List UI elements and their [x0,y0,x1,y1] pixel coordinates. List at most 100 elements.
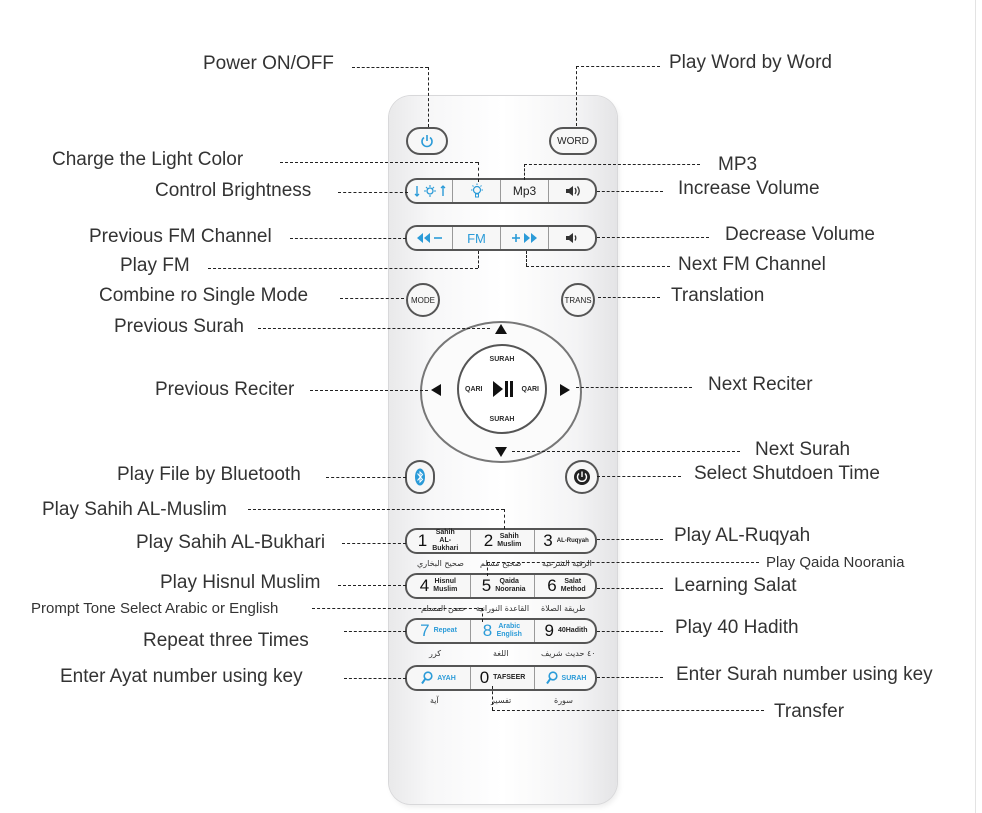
label-hadith: Play 40 Hadith [675,617,799,638]
label-shutdown: Select Shutdoen Time [694,463,880,484]
bluetooth-button[interactable] [405,460,435,494]
label-decrease-volume: Decrease Volume [725,224,875,245]
brightness-icon [414,185,445,197]
ayah-key-arabic: آية [430,696,439,705]
power-icon [421,135,433,148]
leader-salat [597,588,663,589]
label-next-fm: Next FM Channel [678,254,826,275]
key-4-digit: 4 [419,576,430,595]
leader-mode [340,298,404,299]
volume-up-button[interactable] [549,180,597,202]
fm-button[interactable]: FM [453,227,501,249]
label-next-reciter: Next Reciter [708,374,813,395]
label-hisnul: Play Hisnul Muslim [160,572,321,593]
previous-reciter-button[interactable] [428,380,444,400]
play-pause-icon [493,381,513,397]
next-surah-button[interactable] [491,444,511,460]
leader-brightness [338,192,408,193]
surah-key[interactable]: SURAH [535,667,597,689]
label-word-by-word: Play Word by Word [669,52,832,73]
leader-power-v [428,67,429,127]
key-3-digit: 3 [543,531,553,550]
leader-prev-surah [258,328,490,329]
fm-button-label: FM [467,230,486,246]
key-8-arabic: اللغة [493,649,509,658]
key-9-arabic: ٤٠ حديث شريف [541,649,596,658]
volume-down-button[interactable] [549,227,597,249]
brightness-button[interactable] [407,180,453,202]
key-3-text: AL-Ruqyah [556,538,589,544]
play-pause-button[interactable]: SURAH SURAH QARI QARI [457,344,547,434]
leader-prompt-tone [312,608,482,609]
forward-icon [511,233,537,243]
shutdown-timer-button[interactable] [565,460,599,494]
volume-up-icon [566,186,580,196]
mode-button[interactable]: MODE [406,283,440,317]
trans-button[interactable]: TRANS [561,283,595,317]
surah-bottom-label: SURAH [489,416,515,423]
bluetooth-icon [415,468,425,486]
key-0-digit: 0 [479,668,490,687]
label-translation: Translation [671,285,765,306]
leader-shutdown [597,476,681,477]
key-6-arabic: طريقة الصلاة [541,604,586,613]
mp3-button[interactable]: Mp3 [501,180,549,202]
key-0-text: TAFSEER [493,674,526,681]
volume-down-icon [566,233,577,243]
timer-icon [574,469,590,485]
ayah-key[interactable]: AYAH [407,667,471,689]
key-2-arabic: صحيح مسلم [480,559,522,568]
leader-power [352,67,428,68]
page-edge-line [975,0,976,813]
label-ayat: Enter Ayat number using key [60,666,303,687]
label-bluetooth: Play File by Bluetooth [117,464,301,485]
arrow-left-icon [431,384,441,396]
trans-button-label: TRANS [564,295,592,305]
arrow-down-icon [495,447,507,457]
key-3-arabic: الرقية الشرعية [542,559,592,568]
power-button[interactable] [406,127,448,155]
leader-hisnul [338,585,406,586]
word-button-label: WORD [557,135,589,147]
key-2-text: Sahih Muslim [497,533,522,548]
surah-top-label: SURAH [489,356,515,363]
key-2-digit: 2 [483,531,494,550]
previous-surah-button[interactable] [491,321,511,337]
leader-transfer [492,710,764,711]
leader-ruqyah [597,539,663,540]
leader-next-fm-v [526,251,527,266]
word-button[interactable]: WORD [549,127,597,155]
arrow-right-icon [560,384,570,396]
leader-prompt-tone-v [482,608,483,622]
key-7-digit: 7 [420,621,430,640]
leader-qaida [487,562,759,563]
next-reciter-button[interactable] [557,380,573,400]
remote-control: WORD Mp3 FM MODE TRANS [389,96,617,804]
leader-next-surah [512,451,740,452]
light-color-button[interactable] [453,180,501,202]
key-1-text: Sahih AL-Bukhari [432,529,459,552]
arrow-up-icon [495,324,507,334]
label-power: Power ON/OFF [203,53,334,74]
prev-fm-button[interactable] [407,227,453,249]
label-mode: Combine ro Single Mode [99,285,309,306]
key-1-arabic: صحيح البخاري [417,559,464,568]
leader-mp3-v [524,164,525,180]
qari-right-label: QARI [521,386,540,393]
next-fm-button[interactable] [501,227,549,249]
key-7-text: Repeat [433,627,457,634]
key-0-arabic: تفسير [491,696,512,705]
